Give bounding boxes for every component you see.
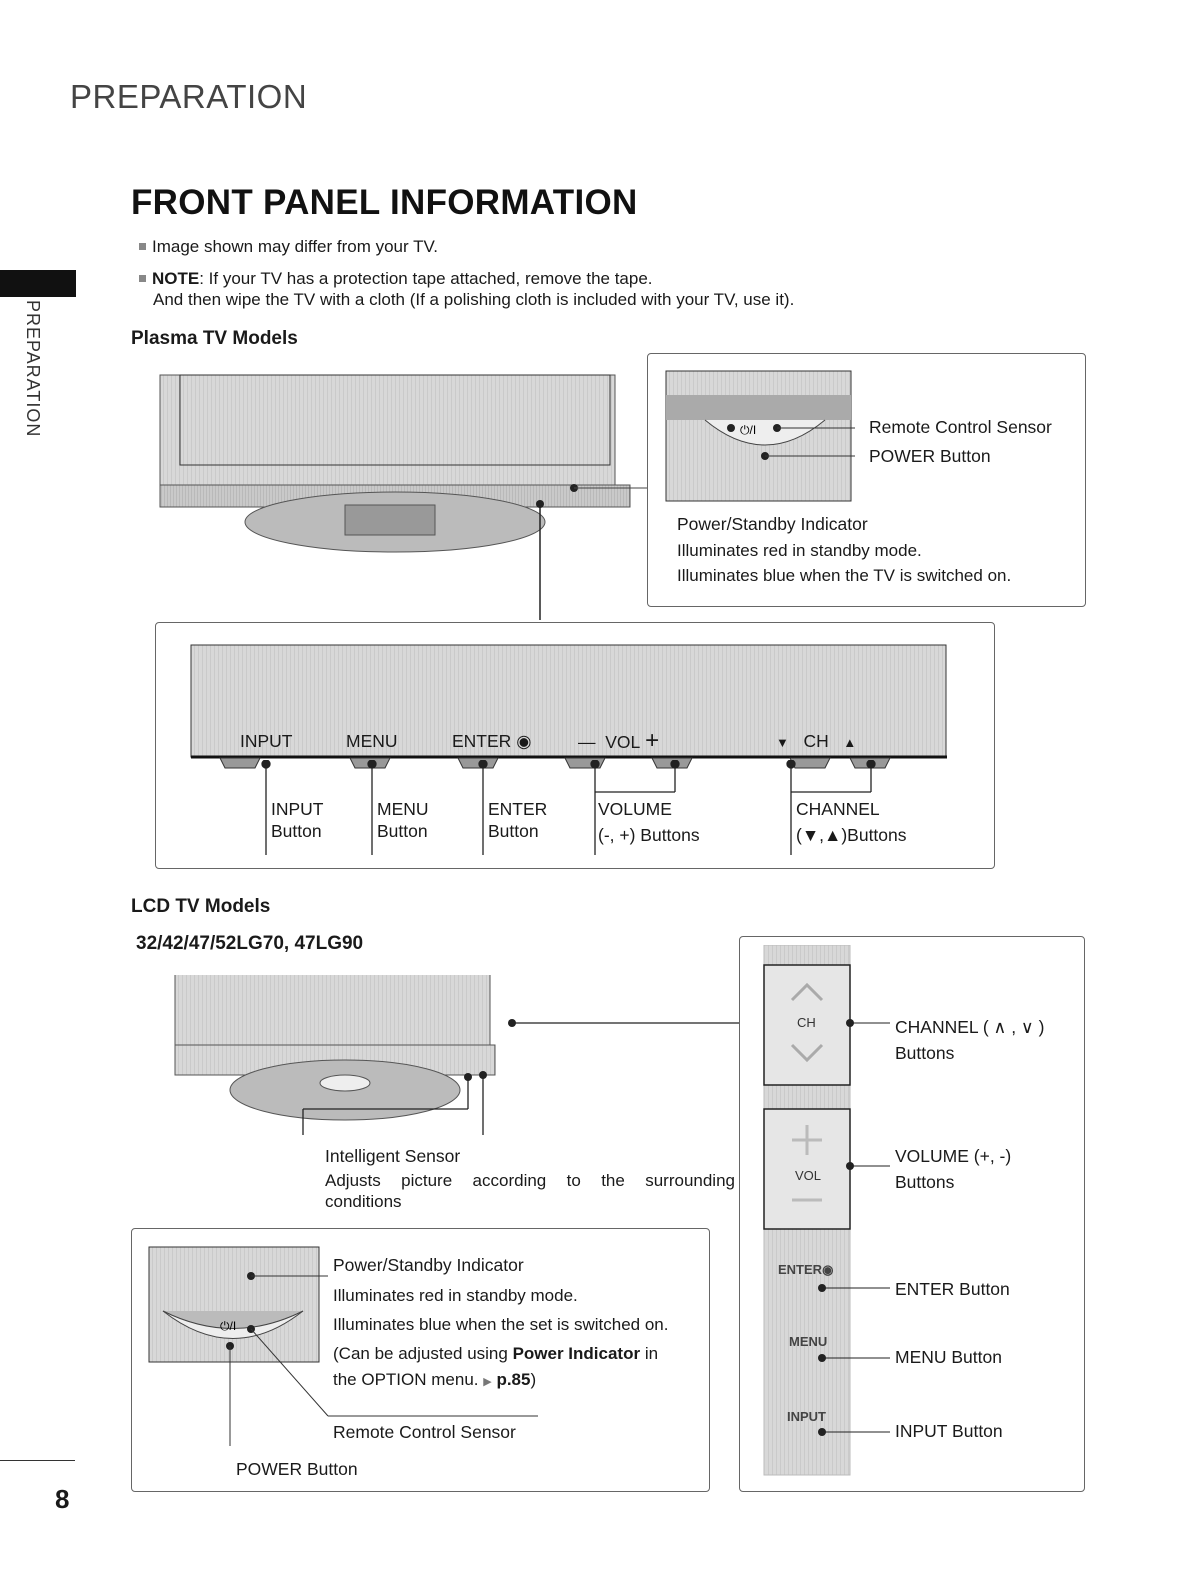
volume-sub: Buttons [895,1172,955,1192]
adjust-bold: Power Indicator [512,1344,641,1363]
side-tab-label: PREPARATION [23,300,43,438]
lcd-side-panel [763,945,890,1476]
plasma-tv-illustration [159,374,650,620]
side-menu-callout: MENU Button [895,1347,1002,1367]
side-ch-label: CH [797,1015,816,1030]
adjust-prefix: (Can be adjusted using [333,1344,513,1363]
lcd-indicator-line: Illuminates blue when the set is switche… [333,1315,669,1334]
panel-enter-text: ENTER [452,731,512,751]
volume-title: VOLUME (+, -) [895,1146,1012,1166]
lcd-heading: LCD TV Models [131,896,271,917]
callout-line2: Button [377,821,428,841]
channel-title: CHANNEL ( ∧ , ∨ ) [895,1017,1045,1037]
remote-sensor-label: Remote Control Sensor [869,417,1052,437]
callout-volume: VOLUME (-, +) Buttons [598,798,700,850]
lcd-remote-sensor-label: Remote Control Sensor [333,1422,516,1442]
callout-line1: ENTER [488,799,548,819]
section-title: PREPARATION [70,78,308,115]
indicator-line: Illuminates red in standby mode. [677,541,922,560]
channel-sub: Buttons [895,1043,955,1063]
callout-line2: (▼,▲)Buttons [796,825,907,845]
lcd-indicator-menu: the OPTION menu. ▶ p.85) [333,1367,536,1395]
side-tab-marker [0,270,76,297]
side-vol-label: VOL [795,1168,822,1183]
side-menu-label: MENU [789,1334,828,1349]
arrow-right-icon: ▶ [483,1376,492,1388]
side-input-callout: INPUT Button [895,1421,1003,1441]
page-number: 8 [55,1484,70,1514]
callout-line2: (-, +) Buttons [598,825,700,845]
bullet-icon [139,275,146,282]
panel-ch-text: CH [803,731,829,751]
triangle-down-icon: ▼ [776,735,789,750]
plasma-heading: Plasma TV Models [131,328,298,349]
intelligent-sensor-text: Adjusts picture according to the surroun… [325,1171,735,1211]
side-volume-callout: VOLUME (+, -) Buttons [895,1145,1011,1197]
menu-prefix: the OPTION menu. [333,1370,484,1389]
callout-line1: VOLUME [598,799,672,819]
power-symbol: ⏻/I [740,423,756,437]
side-input-label: INPUT [787,1409,826,1424]
power-symbol: ⏻/I [220,1319,236,1333]
lcd-indicator-line: Illuminates red in standby mode. [333,1286,578,1305]
side-tab: PREPARATION [22,300,52,470]
minus-icon: — [578,732,596,752]
enter-icon: ◉ [516,731,532,751]
menu-suffix: ) [530,1370,537,1389]
side-enter-text: ENTER [778,1262,823,1277]
side-enter-callout: ENTER Button [895,1279,1010,1299]
adjust-suffix: in [640,1344,659,1363]
plus-icon: + [645,727,660,754]
side-enter-label: ENTER◉ [778,1262,833,1278]
triangle-up-icon: ▲ [843,735,857,750]
panel-menu-label: MENU [346,731,398,751]
lcd-models: 32/42/47/52LG70, 47LG90 [136,933,364,954]
note-label: NOTE [152,269,200,288]
note-image: Image shown may differ from your TV. [139,236,438,257]
panel-ch-label: ▼ CH ▲ [776,730,856,754]
note-text: Image shown may differ from your TV. [152,237,438,256]
plasma-button-panel [190,644,947,769]
callout-line1: INPUT [271,799,324,819]
callout-line1: MENU [377,799,429,819]
panel-vol-text: VOL [605,732,641,752]
intelligent-sensor-title: Intelligent Sensor [325,1146,461,1166]
indicator-line: Illuminates blue when the TV is switched… [677,566,1012,585]
indicator-title: Power/Standby Indicator [677,514,868,534]
panel-vol-label: — VOL + [578,727,660,754]
lcd-indicator-title: Power/Standby Indicator [333,1255,524,1275]
enter-icon: ◉ [822,1262,834,1277]
plasma-callout-lines [261,760,876,855]
callout-line2: Button [488,821,539,841]
lcd-power-button-label: POWER Button [236,1459,358,1479]
callout-line2: Button [271,821,322,841]
panel-input-label: INPUT [240,731,293,751]
side-channel-callout: CHANNEL ( ∧ , ∨ ) Buttons [895,1016,1044,1068]
lcd-indicator-closeup: ⏻/I [148,1246,538,1446]
callout-channel: CHANNEL (▼,▲)Buttons [796,798,907,850]
lcd-tv-illustration [174,975,745,1135]
panel-enter-label: ENTER ◉ [452,730,531,752]
note-text: : If your TV has a protection tape attac… [199,269,653,288]
note-text-line2: And then wipe the TV with a cloth (If a … [153,290,795,309]
lcd-indicator-adjust: (Can be adjusted using Power Indicator i… [333,1341,658,1366]
callout-line1: CHANNEL [796,799,880,819]
footer-rule [0,1460,75,1461]
page-ref: p.85 [496,1370,531,1389]
bullet-icon [139,243,146,250]
note-protection: NOTE: If your TV has a protection tape a… [139,268,794,310]
plasma-sensor-closeup: ⏻/I [665,370,855,502]
power-button-label: POWER Button [869,446,991,466]
page-title: FRONT PANEL INFORMATION [131,183,638,222]
